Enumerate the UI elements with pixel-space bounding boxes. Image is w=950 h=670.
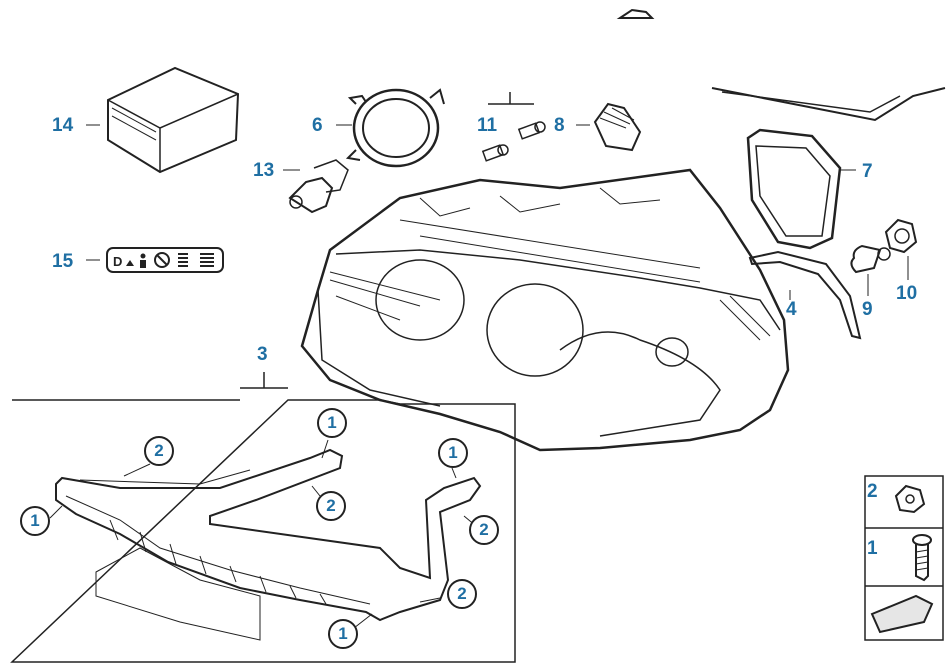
h7-bulb-drawing — [288, 159, 349, 214]
callout-3: 3 — [257, 344, 268, 365]
callout-14: 14 — [52, 115, 74, 136]
callout-11: 11 — [477, 115, 498, 136]
trim-strip-drawing — [748, 250, 862, 340]
adjuster-motor-drawing — [593, 102, 642, 152]
callout-15: 15 — [52, 251, 74, 272]
bulb-cap-ring-drawing — [345, 88, 445, 168]
circled-callout-1: 1 — [438, 438, 468, 468]
sidebar-number-1: 1 — [867, 538, 878, 559]
callout-6: 6 — [312, 115, 323, 136]
callout-10: 10 — [896, 283, 918, 304]
bracket-leader-lines — [49, 439, 477, 629]
callout-13: 13 — [253, 160, 275, 181]
bracket-assembly-frame — [10, 372, 516, 663]
circled-callout-1: 1 — [317, 408, 347, 438]
circled-callout-2: 2 — [447, 579, 477, 609]
box-part-drawing — [107, 66, 240, 174]
clip-nut-icon — [894, 484, 926, 514]
callout-8: 8 — [554, 115, 565, 136]
small-bulbs-drawing — [481, 92, 546, 162]
circled-callout-1: 1 — [20, 506, 50, 536]
headlight-housing — [300, 168, 790, 452]
turn-bulb-drawing — [850, 244, 891, 274]
circled-callout-1: 1 — [328, 619, 358, 649]
partial-top-part — [616, 8, 655, 19]
sticker-letter: D — [113, 254, 122, 269]
callout-9: 9 — [862, 299, 873, 320]
circled-callout-2: 2 — [144, 436, 174, 466]
direction-arrow-icon — [870, 594, 934, 634]
label-sticker-drawing: D — [106, 247, 224, 273]
bulb-socket-drawing — [884, 218, 918, 254]
upper-trim-part — [711, 87, 946, 122]
fastener-sidebar — [864, 475, 944, 641]
callout-7: 7 — [862, 161, 873, 182]
cover-frame-drawing — [746, 128, 842, 250]
circled-callout-2: 2 — [316, 491, 346, 521]
sidebar-number-2: 2 — [867, 481, 878, 502]
circled-callout-2: 2 — [469, 515, 499, 545]
screw-icon — [912, 534, 932, 582]
bracket-drawing — [55, 448, 482, 641]
callout-4: 4 — [786, 299, 797, 320]
